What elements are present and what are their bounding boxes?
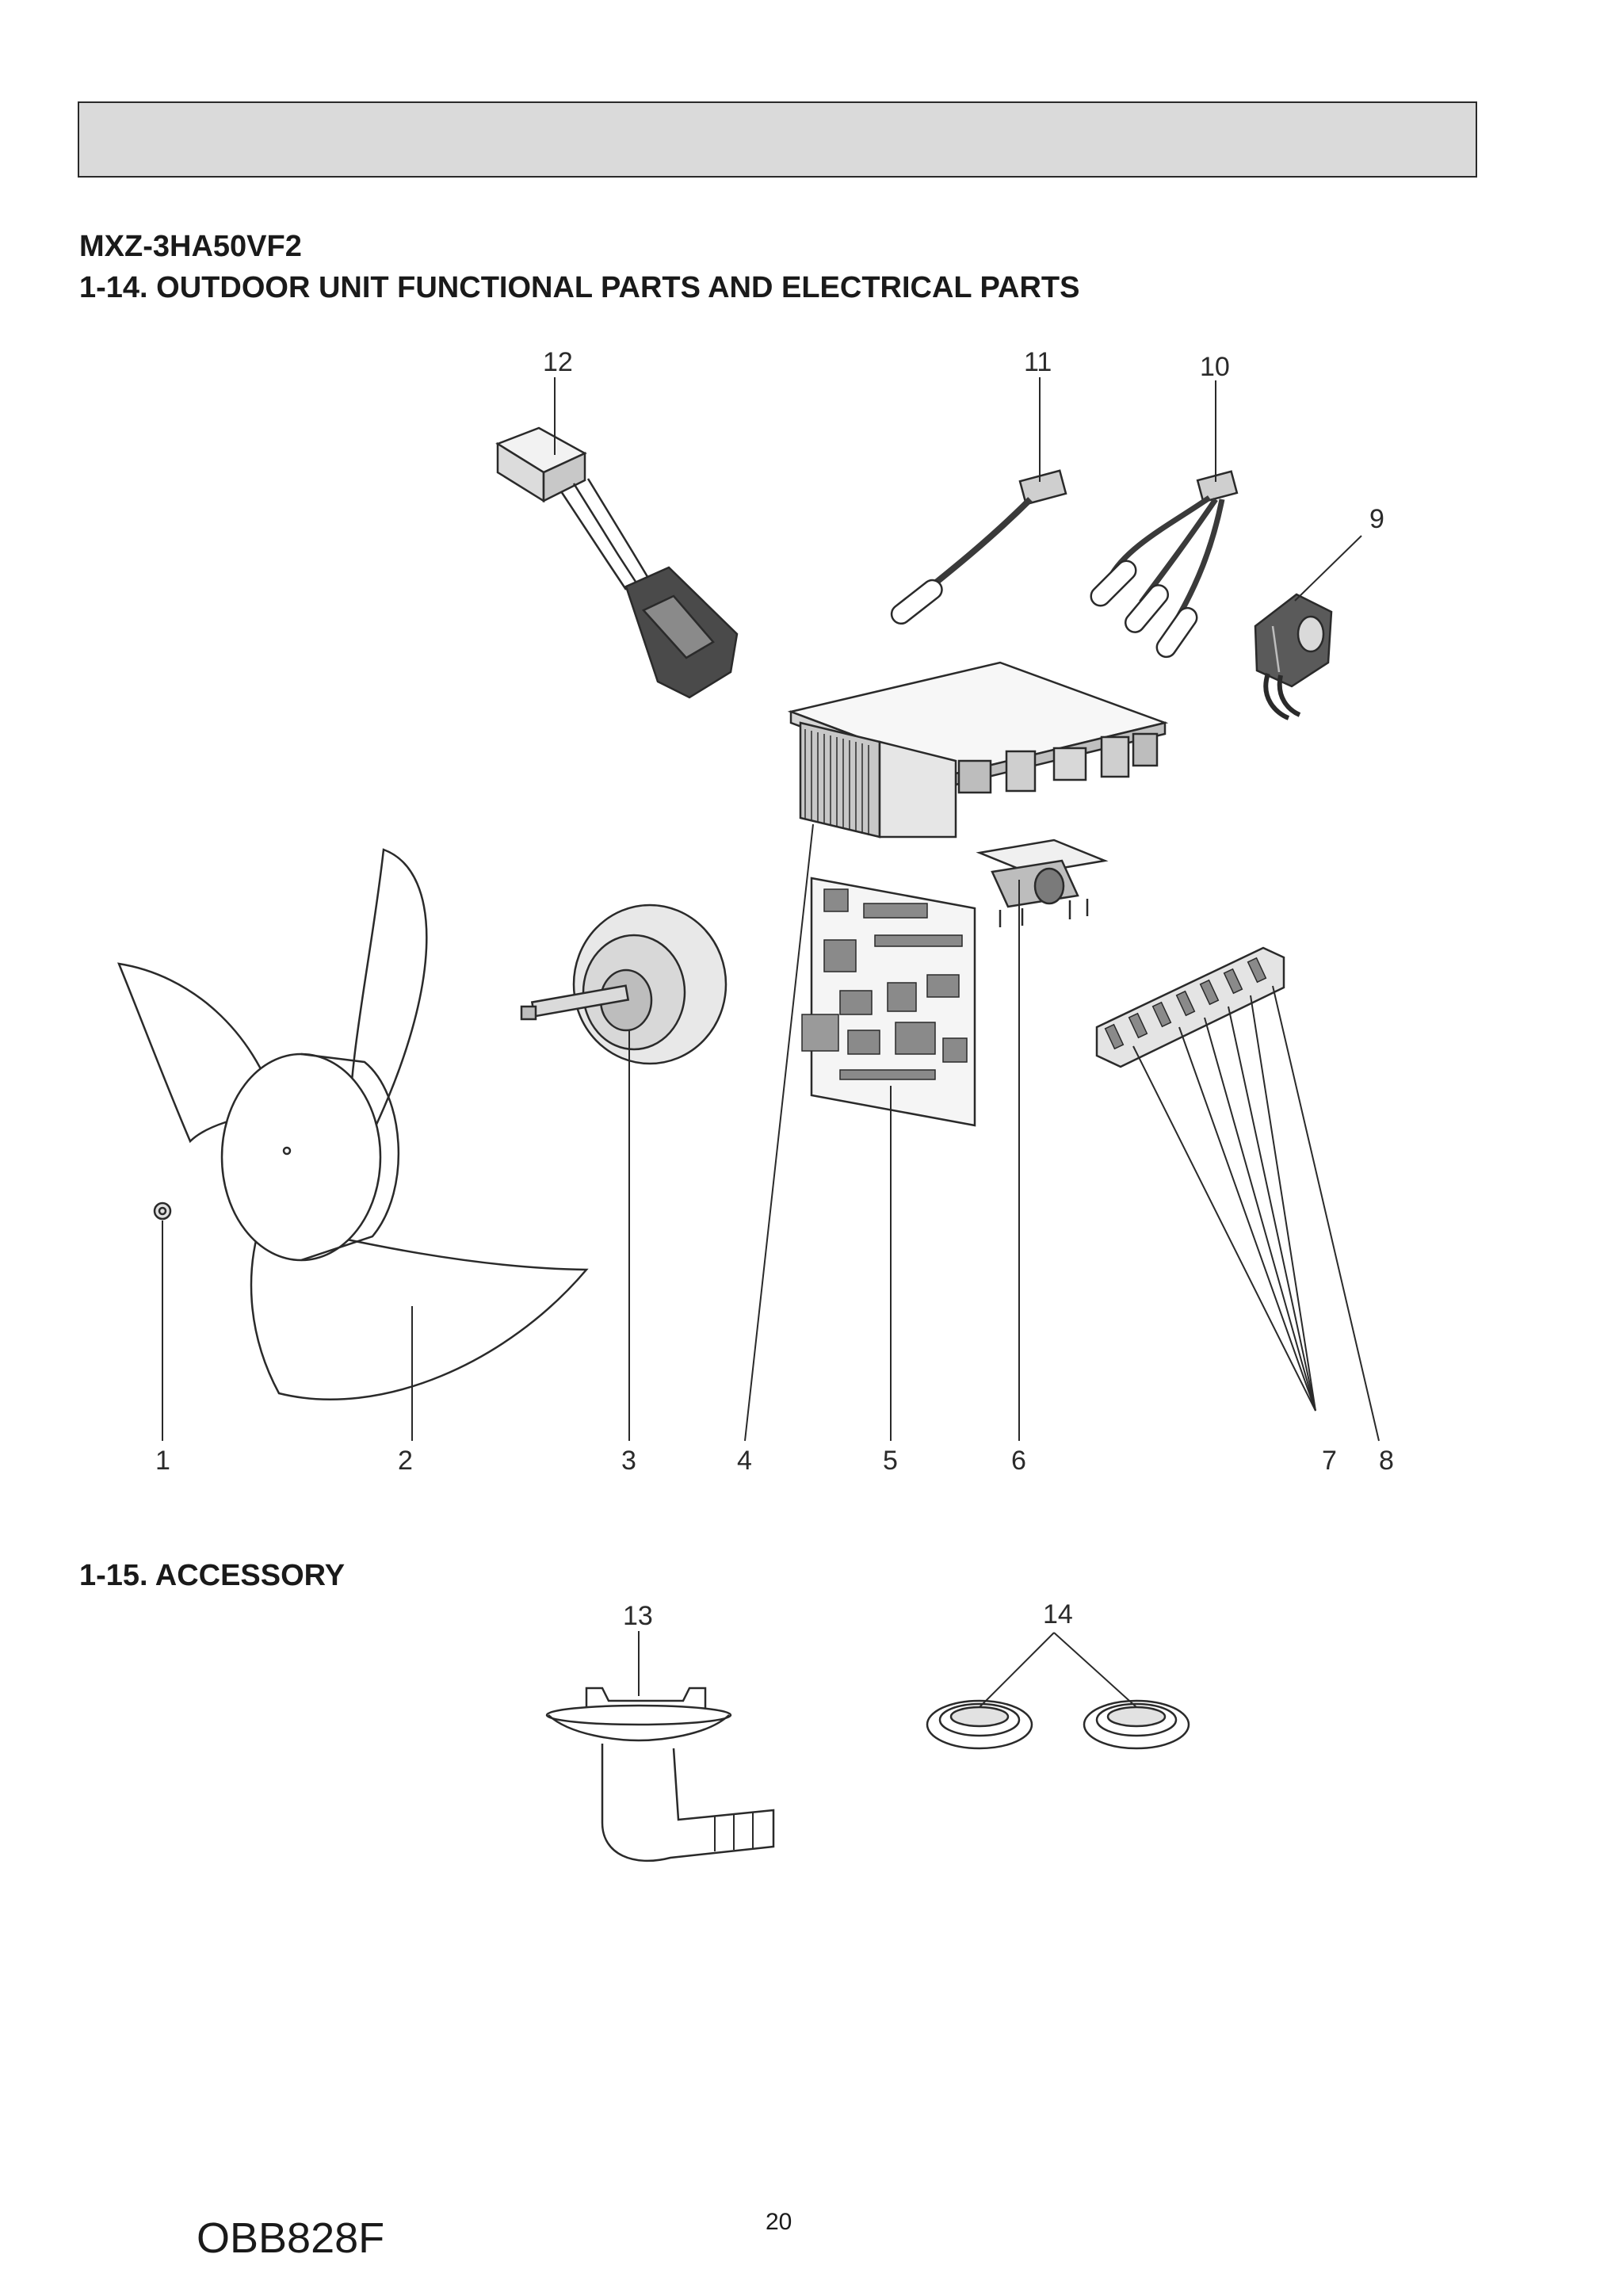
part-6-relay: [976, 839, 1109, 927]
callout-1: 1: [155, 1446, 170, 1476]
callout-7: 7: [1322, 1446, 1337, 1476]
part-4-inverter-board: [787, 661, 1169, 839]
part-12-lead-connector: [495, 426, 739, 699]
callout-11: 11: [1024, 347, 1052, 377]
part-2-propeller-fan: [117, 848, 589, 1400]
leader-lines: [162, 377, 1380, 1708]
part-13-drain-socket: [545, 1687, 775, 1862]
callout-6: 6: [1011, 1446, 1026, 1476]
document-code: OBB828F: [197, 2214, 385, 2262]
callout-9: 9: [1369, 504, 1384, 534]
part-11-thermistor: [890, 469, 1067, 625]
callout-labels: 12 11 10 9 1 2 3 4 5 6 7 8 13 14: [155, 347, 1394, 1631]
part-1-nut: [153, 1201, 172, 1221]
part-14-sleeves: [926, 1699, 1190, 1750]
callout-14: 14: [1043, 1599, 1073, 1629]
part-3-fan-motor: [520, 904, 727, 1065]
callout-10: 10: [1200, 352, 1230, 382]
part-7-8-terminal-block: [1095, 946, 1285, 1068]
callout-4: 4: [737, 1446, 752, 1476]
section-title-functional-parts: 1-14. OUTDOOR UNIT FUNCTIONAL PARTS AND …: [79, 271, 1080, 304]
part-5-control-board: [801, 877, 976, 1127]
model-name: MXZ-3HA50VF2: [79, 230, 302, 263]
callout-8: 8: [1379, 1446, 1394, 1476]
callout-5: 5: [883, 1446, 898, 1476]
callout-2: 2: [398, 1446, 413, 1476]
section-title-accessory: 1-15. ACCESSORY: [79, 1559, 346, 1592]
callout-3: 3: [621, 1446, 636, 1476]
callout-13: 13: [623, 1601, 653, 1631]
part-10-thermistor-set: [1090, 470, 1239, 659]
header-bar: [78, 101, 1477, 178]
part-9-coil: [1254, 593, 1333, 720]
callout-12: 12: [543, 347, 573, 377]
page-number: 20: [766, 2209, 792, 2235]
